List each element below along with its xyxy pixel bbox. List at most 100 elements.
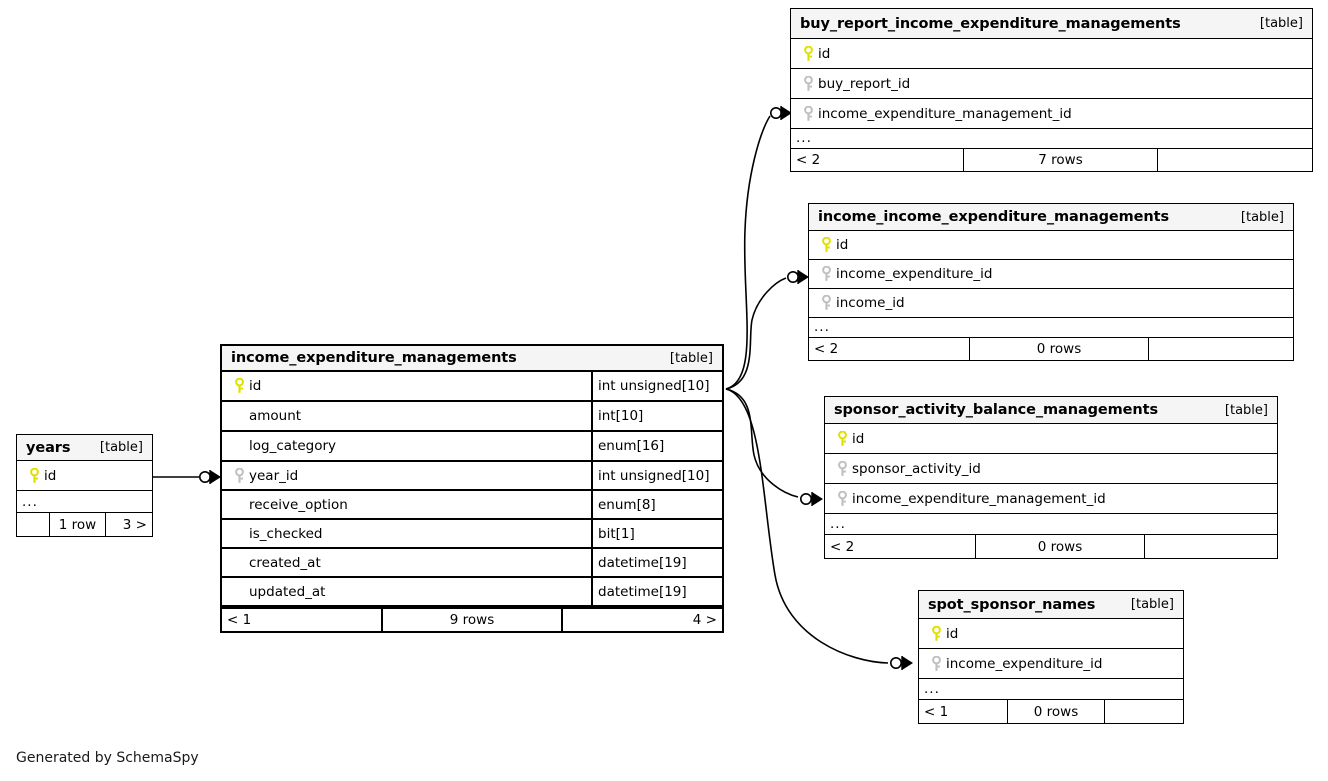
column-type: enum[16] — [591, 432, 722, 460]
table-title: sponsor_activity_balance_managements — [834, 402, 1158, 418]
footer-rowcount: 0 rows — [975, 535, 1145, 558]
footer-children — [1158, 149, 1312, 171]
footer-children — [1149, 338, 1291, 360]
table-spot-sponsor-names[interactable]: spot_sponsor_names [table] id income_exp… — [918, 590, 1184, 724]
table-row[interactable]: id int unsigned[10] — [222, 372, 722, 402]
column-cell: updated_at — [222, 578, 591, 605]
table-row[interactable]: id — [17, 461, 152, 491]
column-cell: income_expenditure_id — [809, 260, 1293, 288]
table-income-expenditure-managements[interactable]: income_expenditure_managements [table] i… — [220, 344, 724, 633]
table-row[interactable]: income_expenditure_management_id — [791, 99, 1312, 129]
edge-iem-to-buy-report — [725, 106, 792, 390]
foreign-key-icon — [229, 467, 249, 484]
column-cell: id — [791, 39, 1312, 68]
table-title: spot_sponsor_names — [928, 596, 1096, 613]
column-cell: income_expenditure_management_id — [791, 99, 1312, 128]
ellipsis-text: ... — [830, 515, 846, 532]
footer-parents: < 1 — [924, 703, 949, 720]
column-type: int unsigned[10] — [591, 462, 722, 489]
table-years[interactable]: years [table] id ... 1 row 3 > — [16, 434, 153, 537]
column-cell: created_at — [222, 549, 591, 576]
footer-children — [1145, 535, 1277, 558]
edge-iem-to-sponsor-activity — [725, 388, 823, 506]
more-columns-indicator: ... — [791, 129, 1312, 149]
table-kind-label: [table] — [1240, 209, 1284, 225]
table-header: buy_report_income_expenditure_management… — [791, 9, 1312, 39]
table-row[interactable]: is_checked bit[1] — [222, 520, 722, 549]
column-cell: id — [17, 461, 152, 490]
primary-key-icon — [832, 430, 852, 447]
more-columns-indicator: ... — [825, 514, 1277, 535]
table-row[interactable]: income_expenditure_id — [809, 260, 1293, 289]
table-kind-label: [table] — [1224, 402, 1268, 418]
column-type: datetime[19] — [591, 549, 722, 576]
table-row[interactable]: id — [791, 39, 1312, 69]
column-name: year_id — [249, 467, 299, 484]
table-header: years [table] — [17, 435, 152, 461]
table-sponsor-activity-balance-managements[interactable]: sponsor_activity_balance_managements [ta… — [824, 396, 1278, 559]
column-name: log_category — [249, 438, 336, 454]
table-row[interactable]: receive_option enum[8] — [222, 491, 722, 520]
foreign-key-icon — [832, 460, 852, 477]
footer-rowcount: 9 rows — [381, 609, 563, 631]
table-kind-label: [table] — [1259, 16, 1303, 31]
column-type: enum[8] — [591, 491, 722, 518]
table-row[interactable]: income_expenditure_id — [919, 649, 1183, 679]
table-row[interactable]: sponsor_activity_id — [825, 454, 1277, 484]
column-cell: is_checked — [222, 520, 591, 547]
column-cell: receive_option — [222, 491, 591, 518]
column-name: id — [44, 467, 57, 484]
column-cell: sponsor_activity_id — [825, 454, 1277, 483]
table-row[interactable]: id — [825, 424, 1277, 454]
footer-rowcount: 0 rows — [969, 338, 1149, 360]
column-name: receive_option — [249, 496, 348, 513]
table-row[interactable]: income_id — [809, 289, 1293, 318]
table-row[interactable]: income_expenditure_management_id — [825, 484, 1277, 514]
column-name: created_at — [249, 554, 321, 571]
footer-parents: < 2 — [796, 152, 821, 168]
column-name: buy_report_id — [818, 75, 911, 92]
foreign-key-icon — [832, 490, 852, 507]
table-kind-label: [table] — [669, 350, 713, 366]
table-title: years — [26, 439, 71, 456]
column-name: id — [836, 237, 849, 253]
table-row[interactable]: updated_at datetime[19] — [222, 578, 722, 607]
table-row[interactable]: created_at datetime[19] — [222, 549, 722, 578]
column-cell: year_id — [222, 462, 591, 489]
foreign-key-icon — [798, 105, 818, 122]
table-buy-report-income-expenditure-managements[interactable]: buy_report_income_expenditure_management… — [790, 8, 1313, 172]
footer-parents: < 1 — [227, 612, 252, 628]
ellipsis-text: ... — [796, 129, 812, 146]
table-row[interactable]: id — [809, 231, 1293, 260]
table-row[interactable]: log_category enum[16] — [222, 432, 722, 462]
footer-parents: < 2 — [814, 341, 839, 357]
table-income-income-expenditure-managements[interactable]: income_income_expenditure_managements [t… — [808, 203, 1294, 361]
footer-parents: < 2 — [830, 538, 855, 555]
table-row[interactable]: id — [919, 619, 1183, 649]
edge-iem-to-income-income — [725, 270, 809, 390]
table-header: sponsor_activity_balance_managements [ta… — [825, 397, 1277, 424]
column-name: id — [852, 430, 865, 447]
foreign-key-icon — [816, 266, 836, 282]
footer-children: 3 > — [122, 516, 147, 533]
column-cell: income_expenditure_id — [919, 649, 1183, 678]
ellipsis-text: ... — [814, 318, 830, 335]
column-cell: id — [825, 424, 1277, 453]
column-cell: buy_report_id — [791, 69, 1312, 98]
column-name: income_expenditure_management_id — [818, 105, 1072, 122]
generated-by-credit: Generated by SchemaSpy — [16, 750, 199, 766]
footer-parents — [17, 513, 49, 536]
column-type: bit[1] — [591, 520, 722, 547]
table-row[interactable]: amount int[10] — [222, 402, 722, 432]
column-cell: id — [222, 372, 591, 400]
table-row[interactable]: year_id int unsigned[10] — [222, 462, 722, 491]
column-cell: log_category — [222, 432, 591, 460]
ellipsis-text: ... — [924, 680, 940, 697]
column-name: income_expenditure_id — [946, 655, 1103, 672]
foreign-key-icon — [926, 655, 946, 672]
table-footer: 1 row 3 > — [17, 513, 152, 536]
footer-rowcount: 7 rows — [963, 149, 1158, 171]
column-name: id — [818, 45, 831, 62]
table-row[interactable]: buy_report_id — [791, 69, 1312, 99]
